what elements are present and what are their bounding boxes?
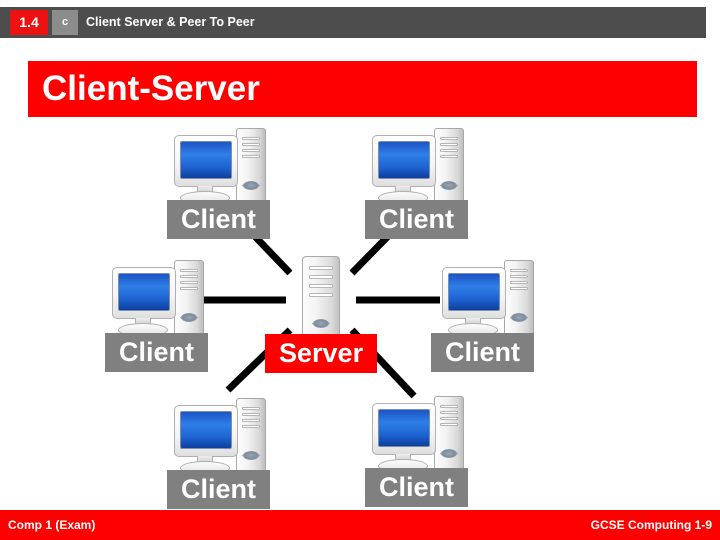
tower-drive-slots: [242, 407, 260, 437]
monitor-stand-neck: [395, 186, 411, 193]
tower-network-badge-icon: [441, 181, 457, 190]
tower-drive-slots: [440, 137, 458, 167]
monitor-screen: [180, 411, 232, 449]
node-client-middle-right[interactable]: [438, 260, 534, 342]
monitor-screen: [180, 141, 232, 179]
header-bar: [0, 7, 706, 38]
label-client-top-right: Client: [365, 200, 469, 239]
server-tower-icon: [302, 256, 340, 344]
label-client-top-left: Client: [167, 200, 271, 239]
computer-tower: [504, 260, 534, 342]
tower-network-badge-icon: [243, 181, 259, 190]
computer-monitor: [174, 135, 238, 187]
desktop-computer-icon: [108, 260, 204, 342]
tower-network-badge-icon: [441, 449, 457, 458]
monitor-stand-neck: [465, 318, 481, 325]
desktop-computer-icon: [368, 128, 464, 210]
tower-network-badge-icon: [181, 313, 197, 322]
monitor-screen: [118, 273, 170, 311]
computer-monitor: [112, 267, 176, 319]
network-diagram: Client Client Client: [0, 118, 720, 510]
topic-title: Client Server & Peer To Peer: [86, 15, 255, 29]
monitor-stand-neck: [197, 456, 213, 463]
desktop-computer-icon: [170, 128, 266, 210]
computer-monitor: [372, 403, 436, 455]
slide-title: Client-Server: [42, 69, 260, 108]
label-client-middle-right: Client: [431, 333, 535, 372]
desktop-computer-icon: [170, 398, 266, 480]
computer-monitor: [174, 405, 238, 457]
tower-drive-slots: [242, 137, 260, 167]
node-client-top-right[interactable]: [368, 128, 464, 210]
server-case: [302, 256, 340, 344]
chapter-number-badge: 1.4: [10, 10, 48, 35]
node-client-top-left[interactable]: [170, 128, 266, 210]
label-server-center: Server: [265, 334, 378, 373]
section-letter-badge: c: [52, 10, 78, 35]
footer-bar: Comp 1 (Exam) GCSE Computing 1-9: [0, 510, 720, 540]
monitor-screen: [378, 409, 430, 447]
tower-drive-slots: [510, 269, 528, 299]
server-drive-slots: [309, 266, 333, 308]
footer-right-text: GCSE Computing 1-9: [590, 518, 712, 532]
tower-network-badge-icon: [511, 313, 527, 322]
computer-tower: [236, 128, 266, 210]
tower-network-badge-icon: [243, 451, 259, 460]
label-client-bottom-left: Client: [167, 470, 271, 509]
monitor-stand-neck: [395, 454, 411, 461]
monitor-stand-neck: [135, 318, 151, 325]
desktop-computer-icon: [438, 260, 534, 342]
server-network-badge-icon: [313, 319, 329, 328]
desktop-computer-icon: [368, 396, 464, 478]
computer-tower: [236, 398, 266, 480]
tower-drive-slots: [180, 269, 198, 299]
node-server-center[interactable]: [302, 256, 340, 344]
label-client-bottom-right: Client: [365, 468, 469, 507]
monitor-stand-neck: [197, 186, 213, 193]
node-client-middle-left[interactable]: [108, 260, 204, 342]
tower-drive-slots: [440, 405, 458, 435]
computer-monitor: [372, 135, 436, 187]
monitor-screen: [378, 141, 430, 179]
node-client-bottom-left[interactable]: [170, 398, 266, 480]
title-banner: [28, 61, 697, 117]
computer-monitor: [442, 267, 506, 319]
node-client-bottom-right[interactable]: [368, 396, 464, 478]
computer-tower: [434, 128, 464, 210]
label-client-middle-left: Client: [105, 333, 209, 372]
monitor-screen: [448, 273, 500, 311]
footer-left-text: Comp 1 (Exam): [8, 518, 96, 532]
computer-tower: [174, 260, 204, 342]
computer-tower: [434, 396, 464, 478]
